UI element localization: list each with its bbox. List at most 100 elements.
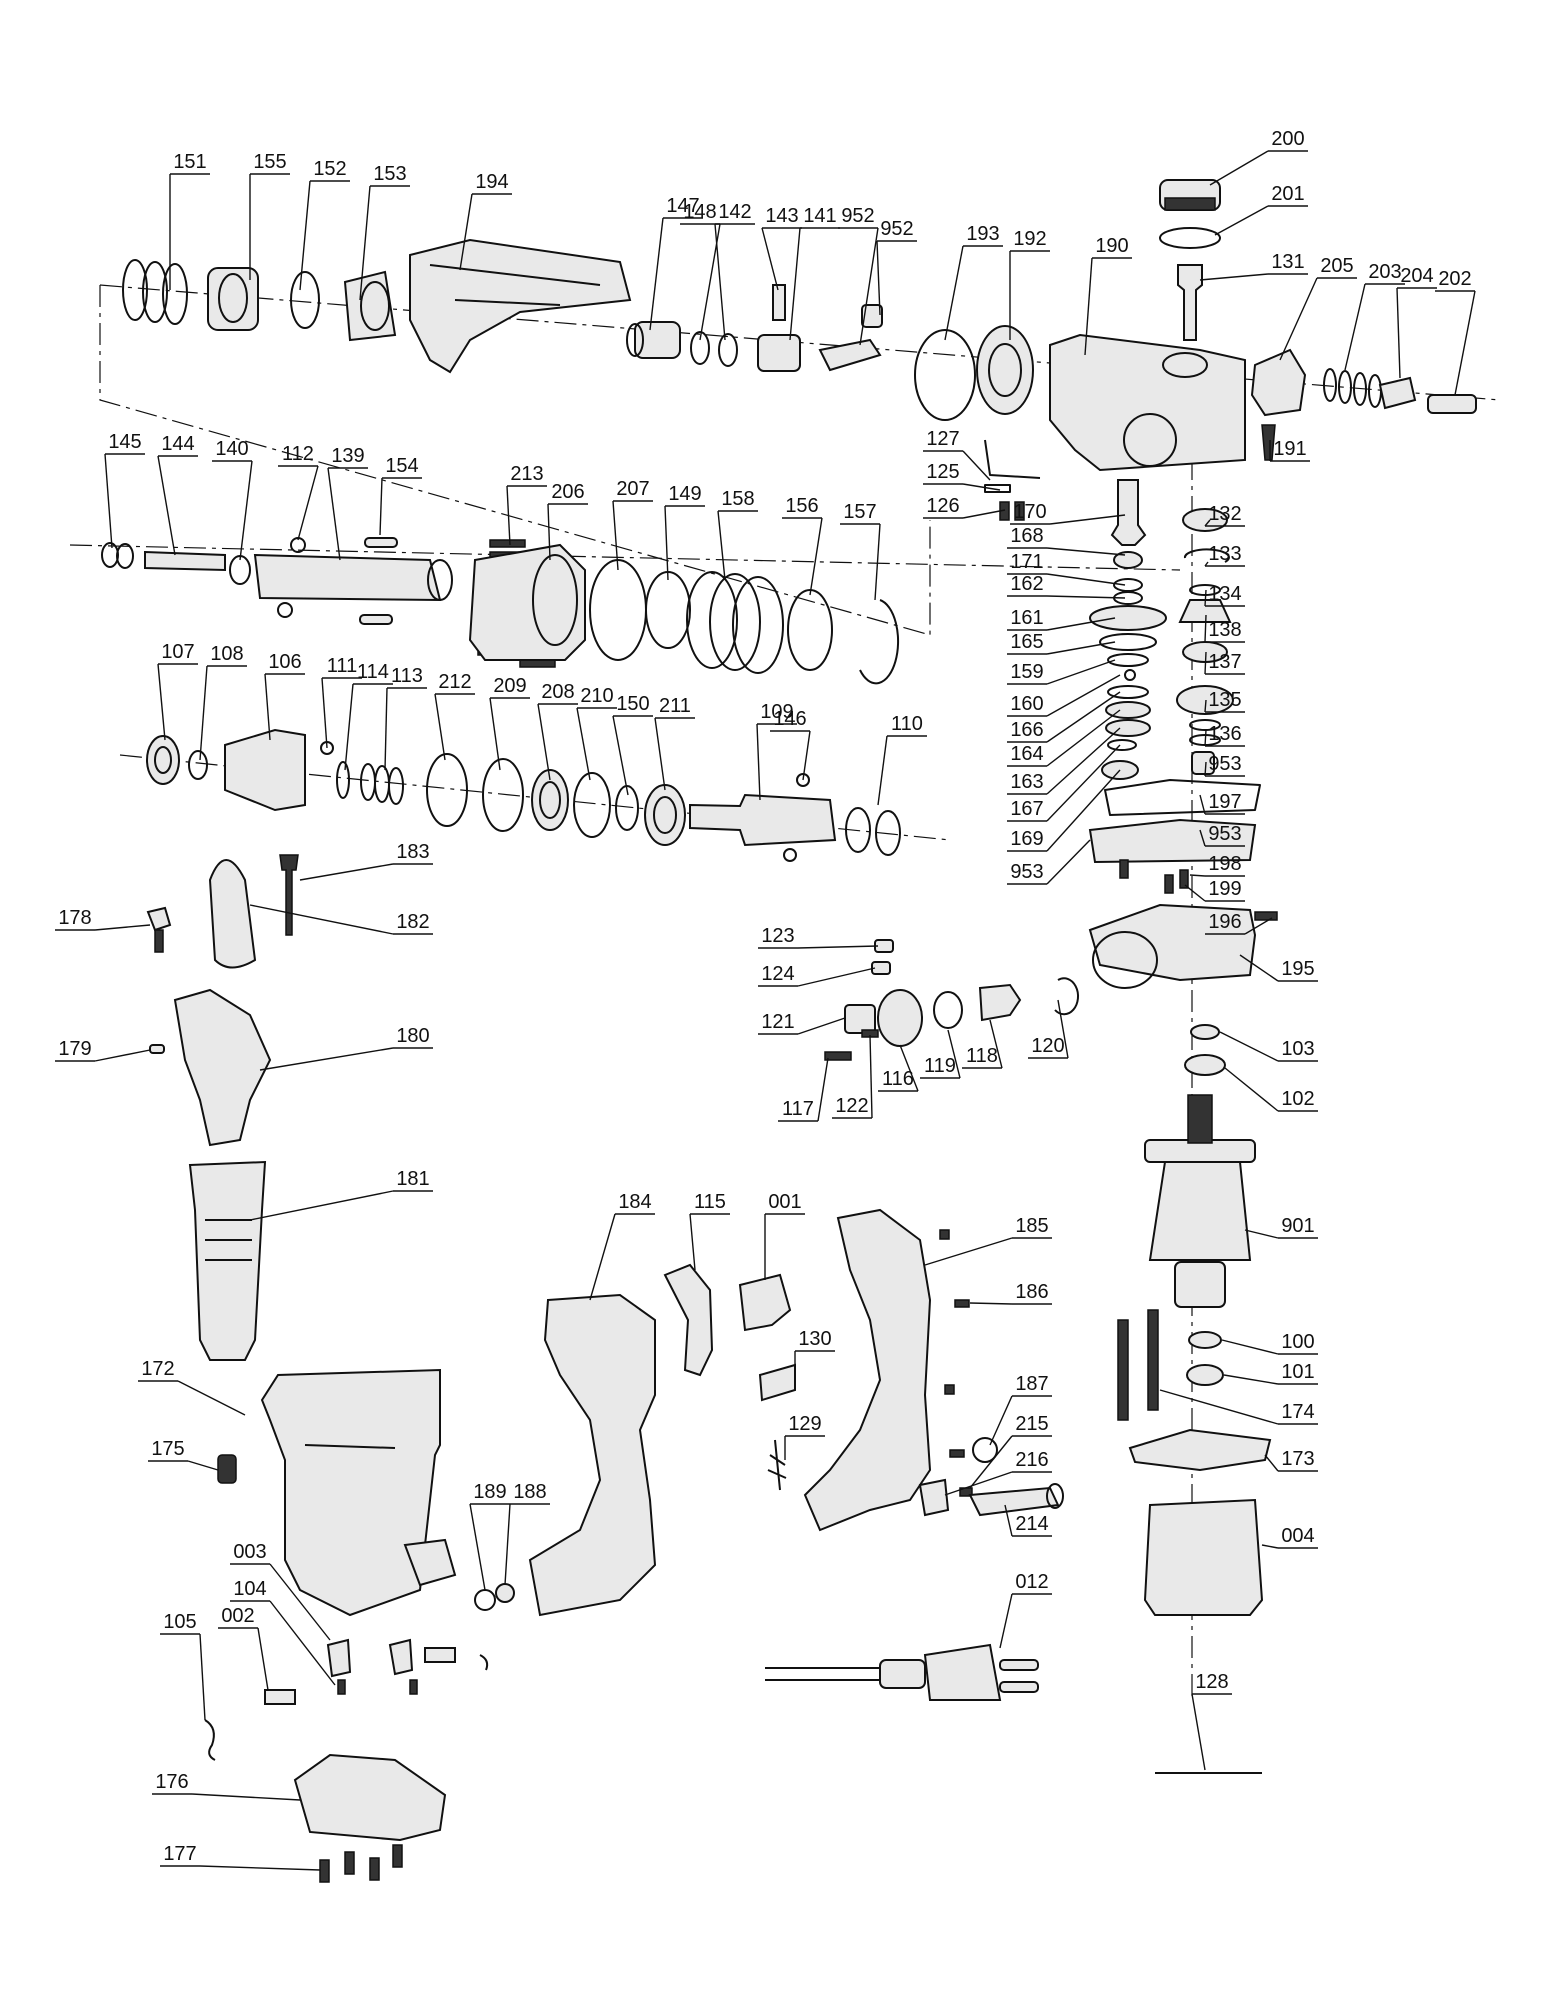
- callout-170: 170: [1010, 501, 1126, 525]
- callout-number: 148: [683, 201, 716, 223]
- callout-number: 171: [1010, 551, 1043, 573]
- callout-leader: [869, 1034, 873, 1119]
- housing-185-icon: [803, 1208, 932, 1532]
- callout-number: 118: [966, 1045, 998, 1067]
- callout-leader: [1204, 589, 1207, 607]
- callout-188: 188: [504, 1481, 550, 1586]
- callout-leader: [299, 863, 394, 881]
- callout-leader: [1046, 769, 1121, 852]
- callout-103: 103: [1219, 1031, 1318, 1062]
- switch-121-icon: [844, 1004, 876, 1034]
- callout-number: 189: [473, 1481, 506, 1503]
- bearing-102-icon: [1184, 1054, 1226, 1076]
- callout-number: 211: [659, 695, 691, 717]
- callout-178: 178: [55, 907, 151, 931]
- callout-141: 141: [789, 205, 840, 341]
- callout-number: 172: [141, 1358, 174, 1380]
- callout-leader: [1084, 257, 1093, 356]
- callout-number: 128: [1195, 1671, 1228, 1693]
- callout-number: 187: [1015, 1373, 1048, 1395]
- callout-number: 201: [1271, 183, 1304, 205]
- callout-167: 167: [1007, 744, 1121, 822]
- bushing-100-icon: [1188, 1331, 1222, 1349]
- callout-number: 163: [1010, 771, 1043, 793]
- callout-leader: [1214, 205, 1269, 236]
- callout-leader: [612, 715, 629, 796]
- callout-183: 183: [299, 841, 433, 881]
- callout-120: 120: [1028, 999, 1069, 1059]
- circlip-193-icon: [914, 329, 976, 421]
- callout-198: 198: [1189, 853, 1245, 877]
- callout-number: 180: [396, 1025, 429, 1047]
- callout-leader: [1261, 1544, 1279, 1549]
- callout-number: 129: [788, 1413, 821, 1435]
- callout-number: 215: [1015, 1413, 1048, 1435]
- callout-number: 152: [313, 158, 346, 180]
- callout-113: 113: [384, 665, 427, 771]
- pin-143-icon: [772, 284, 786, 321]
- cover-176-icon: [293, 1753, 447, 1842]
- callout-199: 199: [1184, 878, 1245, 902]
- callout-number: 127: [926, 428, 959, 450]
- callout-number: 150: [616, 693, 649, 715]
- callout-number: 157: [843, 501, 876, 523]
- callout-leader: [809, 517, 823, 596]
- callout-leader: [1199, 829, 1206, 847]
- callout-157: 157: [840, 501, 881, 601]
- piston-141-icon: [757, 334, 801, 372]
- callout-leader: [1204, 614, 1207, 643]
- callout-number: 130: [798, 1328, 831, 1350]
- ring-149-icon: [645, 571, 691, 649]
- callout-149: 149: [664, 483, 705, 581]
- callout-953: 953: [1007, 839, 1091, 885]
- callout-number: 192: [1013, 228, 1046, 250]
- callout-leader: [654, 717, 666, 791]
- callout-128: 128: [1191, 1671, 1232, 1771]
- callout-leader: [817, 1057, 829, 1122]
- callout-number: 194: [475, 171, 508, 193]
- callout-leader: [944, 1471, 1013, 1496]
- callout-leader: [576, 707, 591, 781]
- bushing-103-icon: [1190, 1024, 1220, 1040]
- callout-154: 154: [379, 455, 422, 536]
- callout-leader: [264, 673, 271, 741]
- callout-leader: [947, 1029, 961, 1079]
- callout-number: 196: [1208, 911, 1241, 933]
- callout-number: 012: [1015, 1571, 1048, 1593]
- sleeve-214-icon: [968, 1486, 1060, 1517]
- callout-leader: [1046, 709, 1121, 767]
- callout-153: 153: [359, 163, 410, 301]
- callout-115: 115: [689, 1191, 730, 1271]
- callout-leader: [962, 450, 991, 481]
- bracket-180-icon: [173, 988, 272, 1147]
- callout-number: 155: [253, 151, 286, 173]
- callout-195: 195: [1239, 954, 1318, 982]
- screw-104-icon: [337, 1679, 346, 1695]
- callout-leader: [104, 453, 113, 549]
- callout-205: 205: [1279, 255, 1357, 361]
- callout-136: 136: [1204, 723, 1245, 747]
- callout-leader: [874, 523, 881, 601]
- bracket-130-icon: [758, 1363, 796, 1402]
- callout-145: 145: [104, 431, 145, 549]
- trigger-115-icon: [663, 1263, 714, 1377]
- callout-number: 100: [1281, 1331, 1314, 1353]
- callout-leader: [1004, 1504, 1013, 1537]
- callout-number: 207: [616, 478, 649, 500]
- callout-155: 155: [249, 151, 290, 280]
- callout-172: 172: [138, 1358, 246, 1416]
- callout-number: 153: [373, 163, 406, 185]
- callout-number: 144: [161, 433, 194, 455]
- callout-180: 180: [259, 1025, 433, 1071]
- callout-number: 164: [1010, 743, 1043, 765]
- callout-156: 156: [782, 495, 823, 596]
- callout-leader: [761, 227, 779, 291]
- callout-number: 156: [785, 495, 818, 517]
- plate-953-icon: [1088, 818, 1257, 864]
- callout-number: 121: [761, 1011, 794, 1033]
- washer-148-icon: [690, 331, 710, 365]
- spring-113-icon: [360, 763, 404, 805]
- ring-152-icon: [290, 271, 320, 329]
- callout-number: 117: [782, 1098, 814, 1120]
- ring-110-icon: [845, 807, 871, 853]
